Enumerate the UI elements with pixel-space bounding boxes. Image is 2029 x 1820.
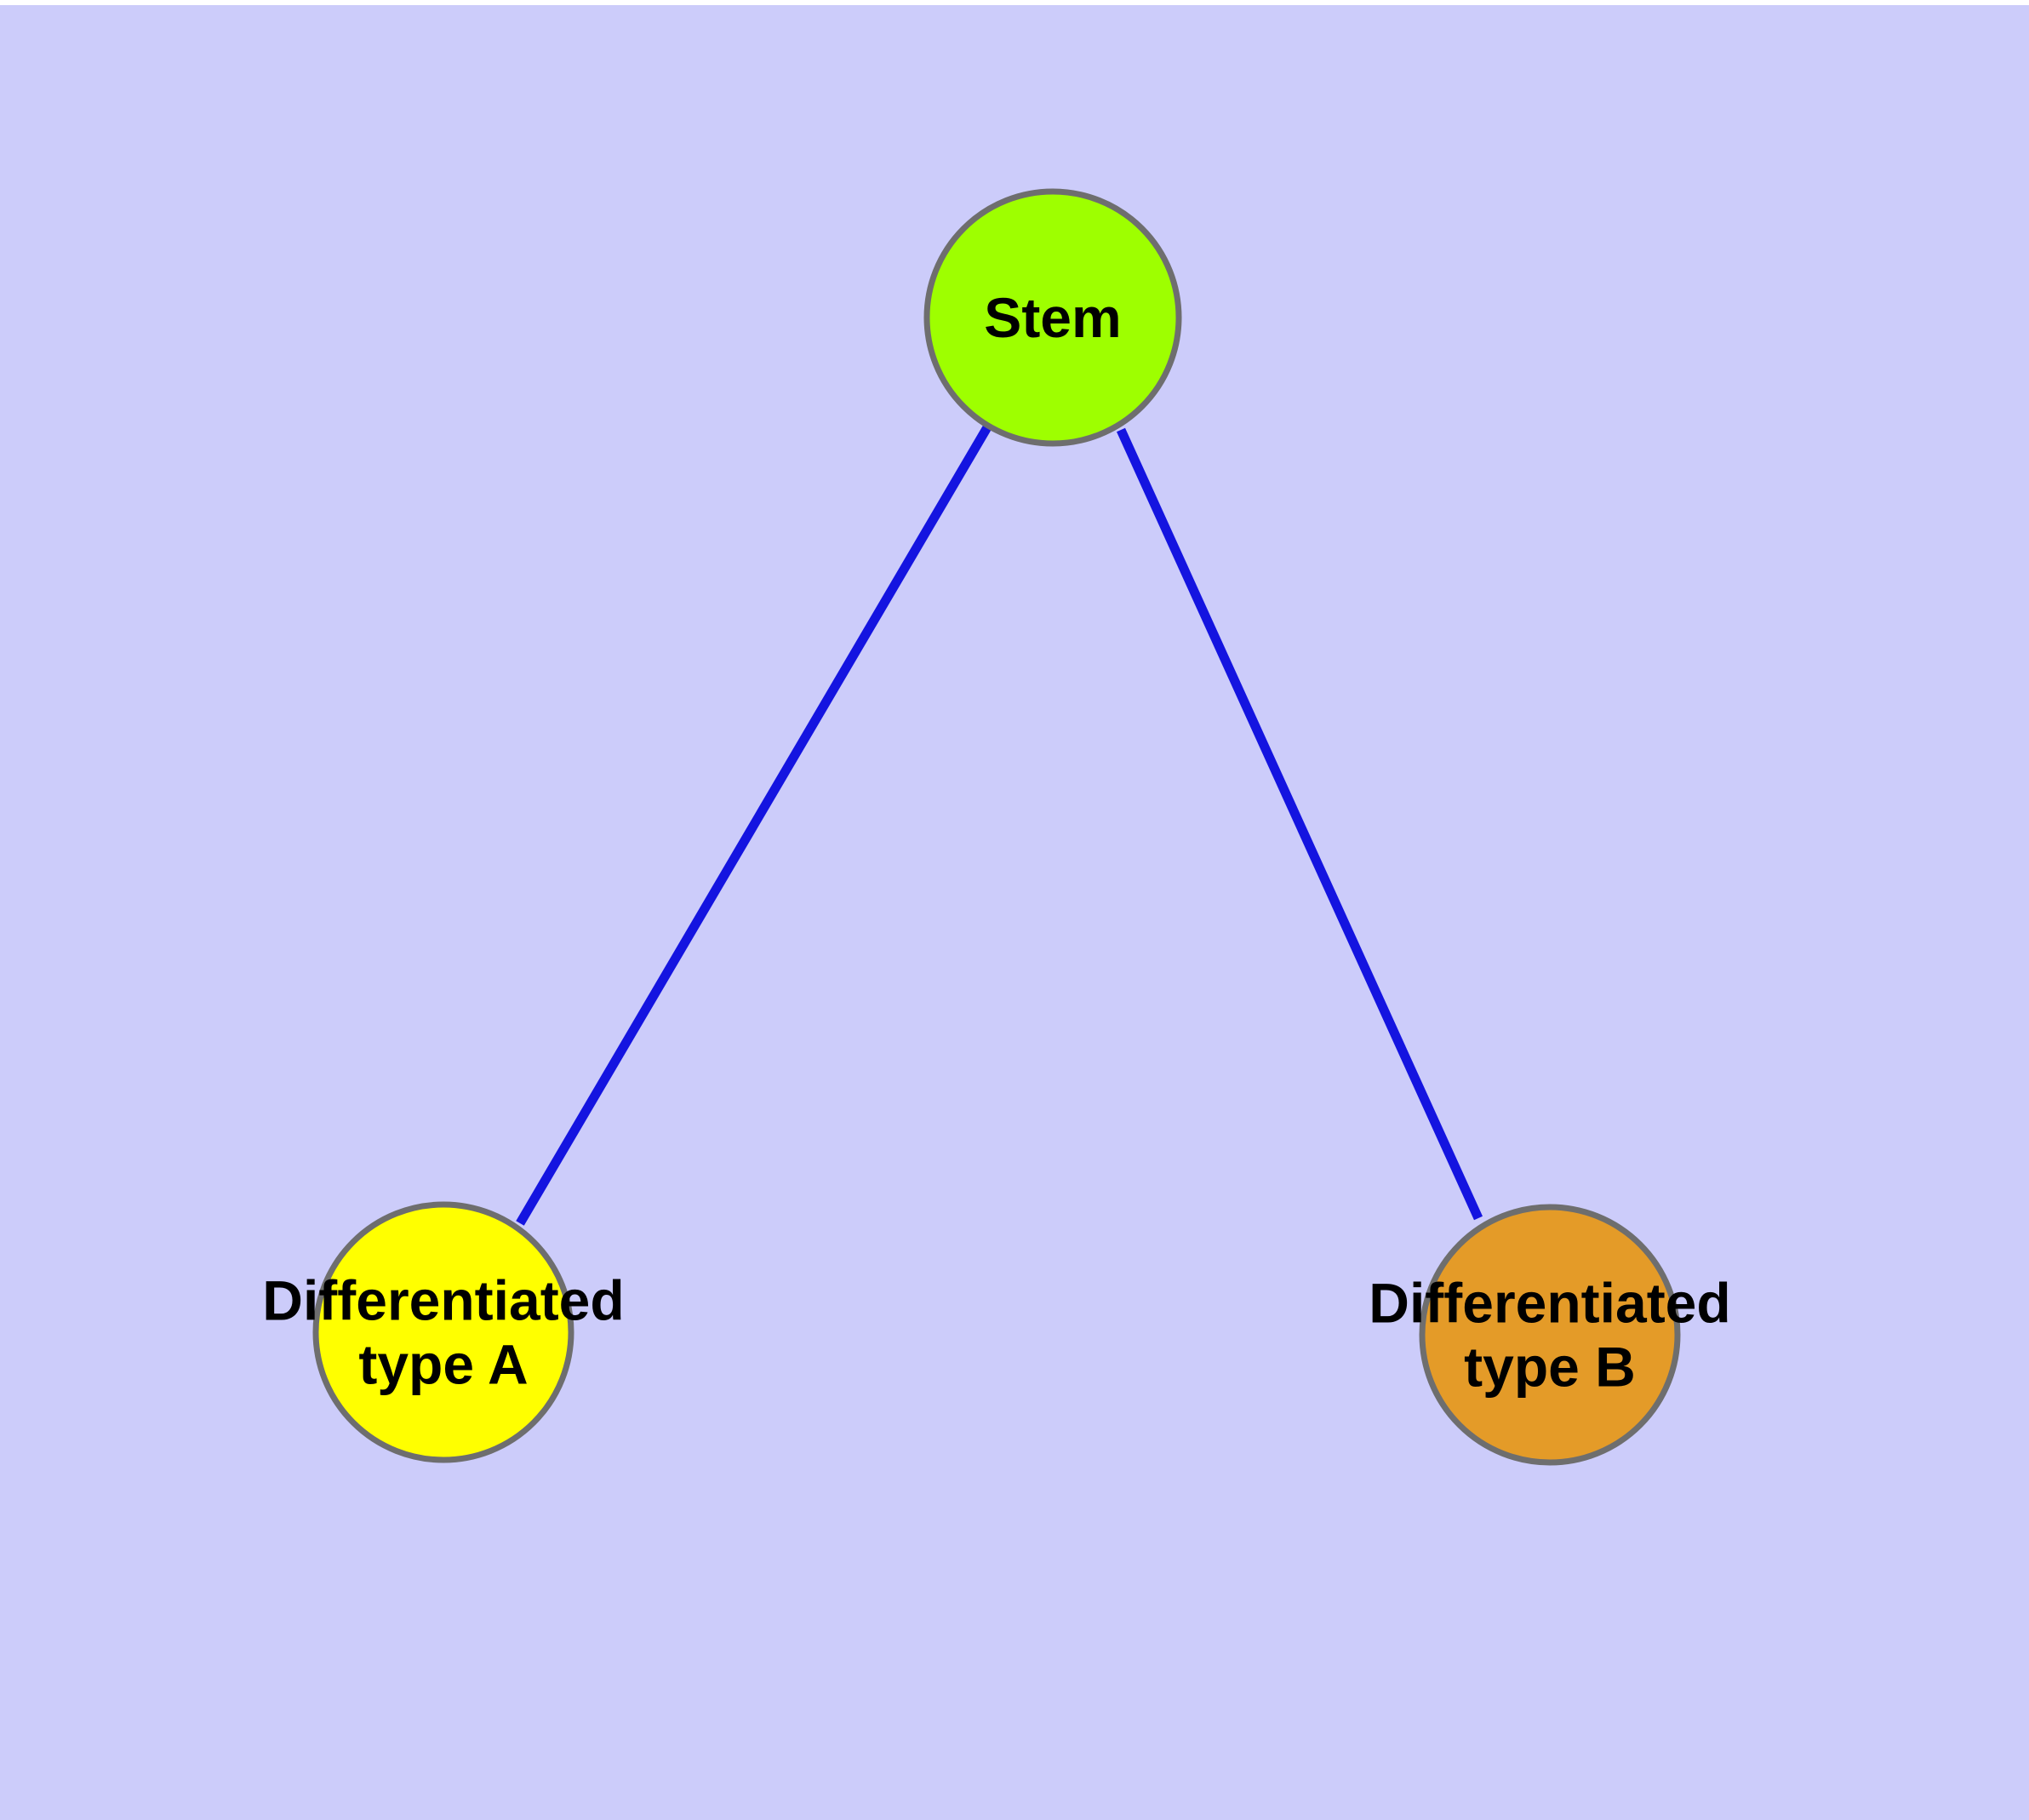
node-label-line: Differentiated [1369, 1271, 1730, 1334]
node-label-line: Differentiated [262, 1268, 624, 1331]
edge-stem-to-diff-b[interactable] [1116, 427, 1483, 1221]
node-stem[interactable]: Stem [923, 188, 1182, 447]
edges-group [516, 425, 1483, 1226]
node-stem-circle[interactable] [923, 188, 1182, 447]
node-differentiated-type-a-circle[interactable] [312, 1201, 574, 1463]
node-differentiated-type-b-circle[interactable] [1419, 1204, 1681, 1466]
node-label-line: type A [358, 1333, 528, 1396]
node-label-line: Stem [984, 286, 1121, 349]
node-label-line: type B [1464, 1336, 1636, 1399]
node-stem-label: Stem [984, 286, 1121, 349]
edge-stem-to-diff-a[interactable] [516, 425, 992, 1226]
